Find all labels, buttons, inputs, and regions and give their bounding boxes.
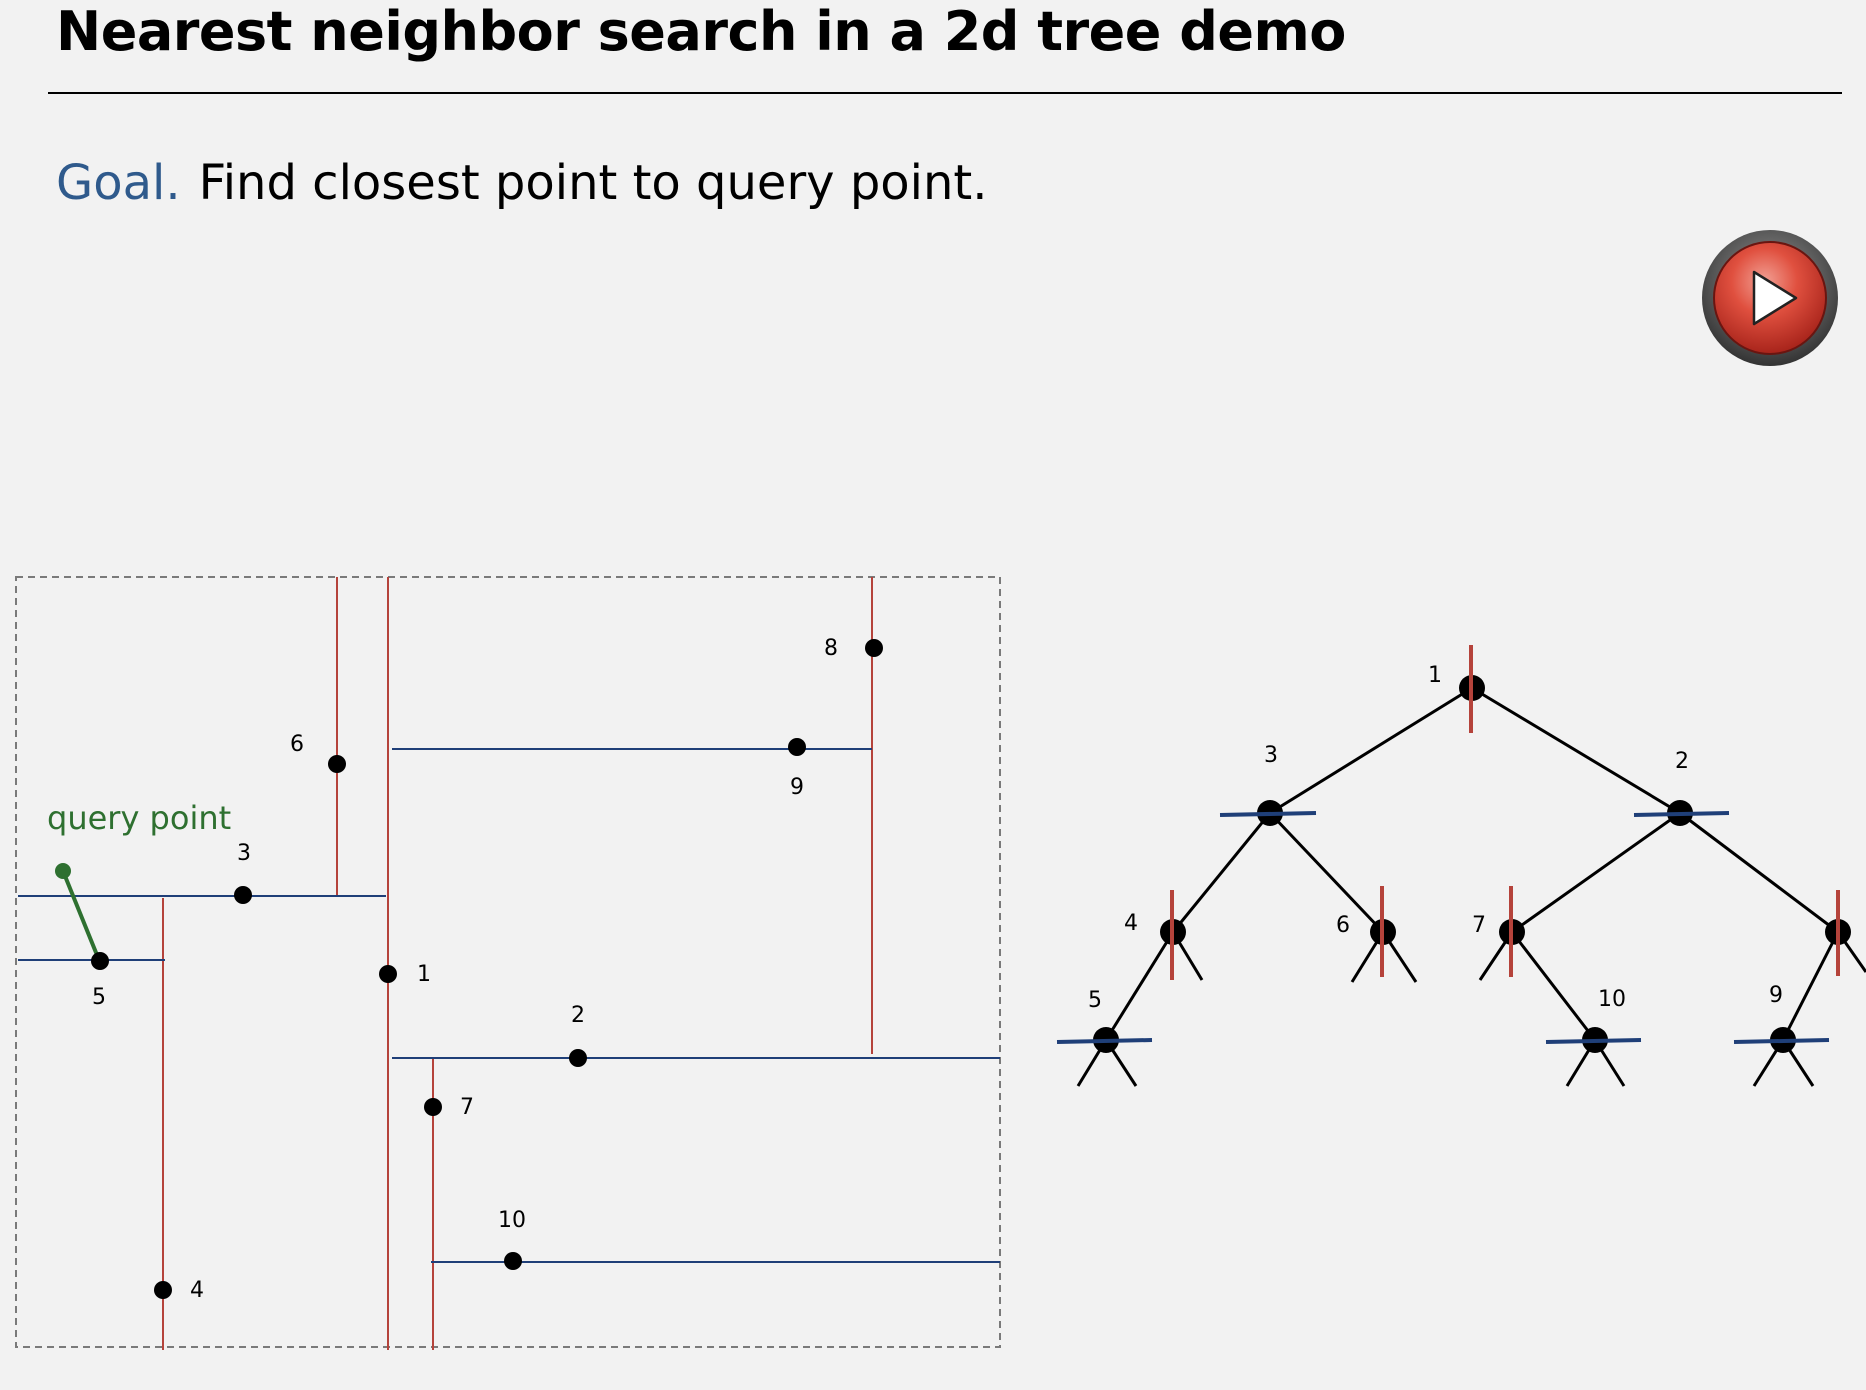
tree-label-6: 6 [1336,913,1350,938]
plane-label-8: 8 [824,636,838,661]
tree-label-4: 4 [1124,911,1138,936]
tree-label-2: 2 [1675,749,1689,774]
plane-point-4 [154,1281,172,1299]
page-title: Nearest neighbor search in a 2d tree dem… [56,0,1346,63]
plane-point-8 [865,639,883,657]
goal-label: Goal. [56,155,181,211]
plane-label-7: 7 [460,1095,474,1120]
plane-partition: query point 1 2 3 4 5 6 7 8 9 10 [15,576,1001,1350]
tree-label-5: 5 [1088,988,1102,1013]
plane-point-5 [91,952,109,970]
plane-label-4: 4 [190,1278,204,1303]
plane-label-3: 3 [237,841,251,866]
plane-point-7 [424,1098,442,1116]
title-divider [48,92,1842,94]
query-connector [61,870,101,961]
plane-label-5: 5 [92,985,106,1010]
tree-edges [1076,686,1866,1087]
plane-point-6 [328,755,346,773]
plane-point-10 [504,1252,522,1270]
kd-tree: 1 3 2 4 6 7 5 10 9 [1056,645,1866,1087]
tree-split-9 [1733,1038,1830,1044]
plane-label-1: 1 [417,962,431,987]
plane-point-2 [569,1049,587,1067]
query-point-label: query point [47,799,231,837]
tree-split-5 [1056,1038,1153,1044]
tree-label-10: 10 [1598,987,1626,1012]
tree-split-2 [1633,811,1730,817]
plane-label-10: 10 [498,1208,526,1233]
tree-label-3: 3 [1264,743,1278,768]
tree-split-10 [1545,1038,1642,1044]
goal-statement: Goal. Find closest point to query point. [56,155,988,211]
tree-label-7: 7 [1472,913,1486,938]
query-point[interactable] [55,863,71,879]
play-icon [1702,230,1838,366]
plane-point-1 [379,965,397,983]
plane-label-6: 6 [290,732,304,757]
goal-text: Find closest point to query point. [198,155,988,211]
tree-label-9: 9 [1769,983,1783,1008]
play-button[interactable] [1700,228,1840,368]
tree-split-3 [1219,811,1317,817]
plane-label-9: 9 [790,775,804,800]
tree-label-1: 1 [1428,663,1442,688]
plane-point-9 [788,738,806,756]
plane-point-3 [234,886,252,904]
plane-label-2: 2 [571,1003,585,1028]
plane-boundary [15,576,1001,1348]
